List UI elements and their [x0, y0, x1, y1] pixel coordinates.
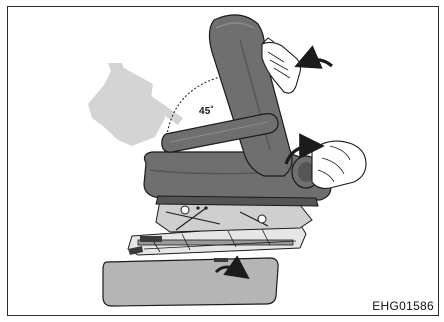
figure-code: EHG01586	[372, 299, 434, 313]
recline-angle-label: 45˚	[199, 106, 214, 117]
base-lever	[214, 258, 228, 262]
curved-arrow-left-icon	[306, 60, 332, 66]
hand-on-knob	[312, 141, 366, 188]
seat-base-drawer	[103, 258, 278, 306]
